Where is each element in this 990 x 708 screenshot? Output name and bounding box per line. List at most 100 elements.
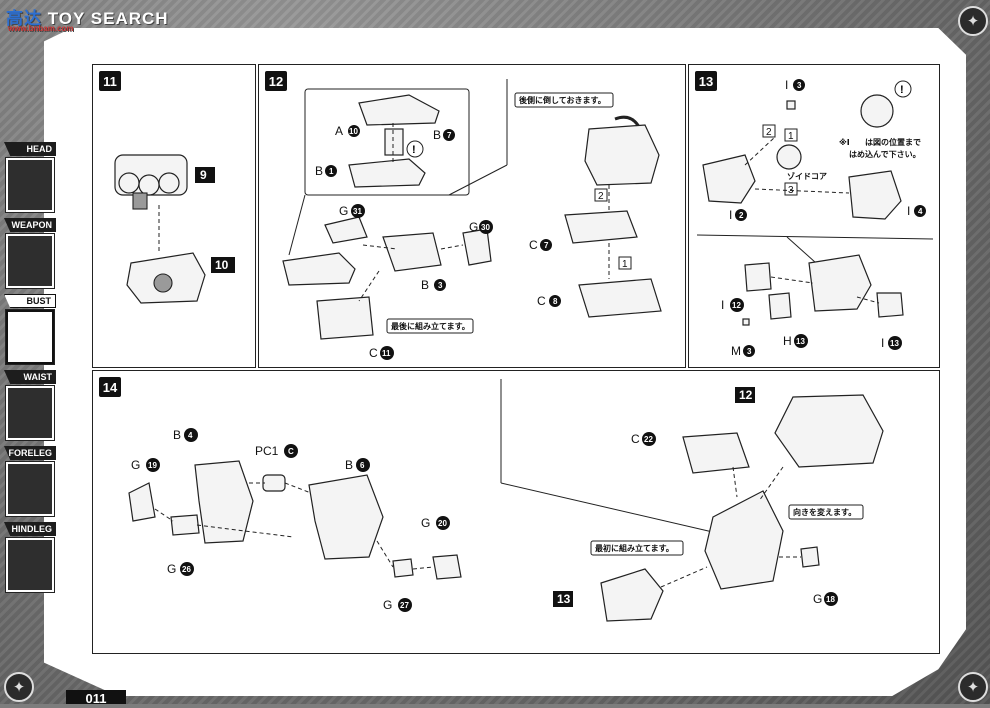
divider-line [500,482,718,534]
sidebar-item-label: HEAD [4,142,56,156]
svg-text:G: G [813,592,822,606]
svg-text:はめ込んで下さい。: はめ込んで下さい。 [849,149,921,159]
svg-text:27: 27 [400,601,409,610]
svg-text:G: G [167,562,176,576]
sidebar-item-bust[interactable]: BUST [0,290,62,366]
svg-text:!: ! [900,84,904,96]
step-number: 14 [99,377,121,397]
svg-text:向きを変えます。: 向きを変えます。 [793,507,856,517]
part-number-badge [211,257,235,273]
sidebar-item-label: WEAPON [4,218,56,232]
detail-callout-box [304,88,470,196]
assembly-part [564,124,662,318]
svg-text:は図の位置まで: は図の位置まで [865,137,921,147]
step-14-diagram: B 4 PC1 C B 6 G 19 G 26 G 20 G 27 12 C 2… [128,379,884,622]
sidebar-item-hindleg[interactable]: HINDLEG [0,518,62,594]
weapon-thumbnail-icon [6,234,54,288]
svg-text:最後に組み立てます。: 最後に組み立てます。 [391,321,470,331]
step-11-diagram: 9 10 [114,154,235,304]
sidebar-item-head[interactable]: HEAD [0,138,62,214]
hindleg-thumbnail-icon [6,538,54,592]
sidebar-item-waist[interactable]: WAIST [0,366,62,442]
svg-text:I: I [721,298,724,312]
svg-text:12: 12 [732,301,741,310]
instruction-note [788,504,864,520]
svg-text:A: A [335,124,343,138]
svg-text:1: 1 [329,167,334,176]
sidebar-item-label: HINDLEG [4,522,56,536]
svg-text:10: 10 [349,127,358,136]
zoids-emblem-icon: ✦ [958,6,988,36]
svg-text:3: 3 [797,81,802,90]
rotate-arrow-icon [614,115,641,128]
step-12-diagram: A 10 B 7 B 1 ! G 31 G 30 B 3 C 11 最後に組み立… [282,79,662,360]
step-number: 12 [265,71,287,91]
svg-text:後側に倒しておきます。: 後側に倒しておきます。 [519,95,606,105]
step-12-panel: 12 A 10 B 7 B 1 ! G 31 G 30 [258,64,686,368]
assembly-part [348,94,440,188]
caution-icon [894,80,912,98]
svg-text:18: 18 [826,595,835,604]
instruction-note [514,92,614,108]
svg-text:B: B [173,428,181,442]
step-13-diagram: I 3 1 2 3 ゾイドコア ! ※I は図の位置まで はめ込んで下さい。 I… [696,78,934,358]
section-sidebar: HEAD WEAPON BUST WAIST FORELEG HINDLEG [0,138,62,594]
waist-thumbnail-icon [6,386,54,440]
svg-text:4: 4 [188,431,193,440]
svg-text:C: C [369,346,378,360]
svg-text:8: 8 [553,297,558,306]
svg-text:3: 3 [438,281,443,290]
svg-text:最初に組み立てます。: 最初に組み立てます。 [595,543,674,553]
svg-text:7: 7 [544,241,549,250]
step-number: 13 [695,71,717,91]
svg-text:11: 11 [382,349,391,358]
svg-text:13: 13 [890,339,899,348]
step-reference: 13 [557,592,571,606]
svg-text:22: 22 [644,435,653,444]
svg-text:2: 2 [766,127,772,138]
svg-text:PC1: PC1 [255,444,279,458]
part-number: 9 [200,168,207,182]
zoids-emblem-icon: ✦ [4,672,34,702]
step-14-panel: 14 B 4 PC1 C B 6 G 19 G 26 G 20 G 27 [92,370,940,654]
assembly-part [126,252,206,304]
svg-text:B: B [345,458,353,472]
svg-text:M: M [731,344,741,358]
assembly-part [282,216,492,340]
sidebar-item-foreleg[interactable]: FORELEG [0,442,62,518]
sidebar-item-label: WAIST [4,370,56,384]
svg-text:B: B [421,278,429,292]
svg-text:31: 31 [353,207,362,216]
assembly-part [702,154,902,220]
svg-text:2: 2 [739,211,744,220]
assembly-part [114,154,188,210]
svg-text:C: C [537,294,546,308]
svg-text:2: 2 [598,191,604,202]
sidebar-item-weapon[interactable]: WEAPON [0,214,62,290]
svg-text:!: ! [412,144,416,156]
step-number: 11 [99,71,121,91]
watermark-logo: 高达 TOY SEARCH www.bnbam.com [6,9,169,33]
svg-text:6: 6 [360,461,365,470]
zoid-core-icon [776,144,802,170]
part-number-badge [195,167,215,183]
svg-text:C: C [529,238,538,252]
step-13-panel: 13 I 3 1 2 3 ゾイドコア ! ※I は図の位置まで はめ込んで下さい… [688,64,940,368]
svg-text:3: 3 [747,347,752,356]
svg-text:B: B [315,164,323,178]
foreleg-thumbnail-icon [6,462,54,516]
page-number: 011 [66,690,126,706]
divider-line [696,234,934,240]
sidebar-item-label: FORELEG [4,446,56,460]
assembly-part [600,394,884,622]
svg-text:H: H [783,334,792,348]
svg-text:I: I [785,78,788,92]
svg-text:7: 7 [447,131,452,140]
svg-text:I: I [729,208,732,222]
svg-text:B: B [433,128,441,142]
step-reference: 12 [739,388,753,402]
part-number: 10 [215,258,229,272]
zoids-emblem-icon: ✦ [958,672,988,702]
assembly-part [742,254,904,326]
svg-text:C: C [631,432,640,446]
